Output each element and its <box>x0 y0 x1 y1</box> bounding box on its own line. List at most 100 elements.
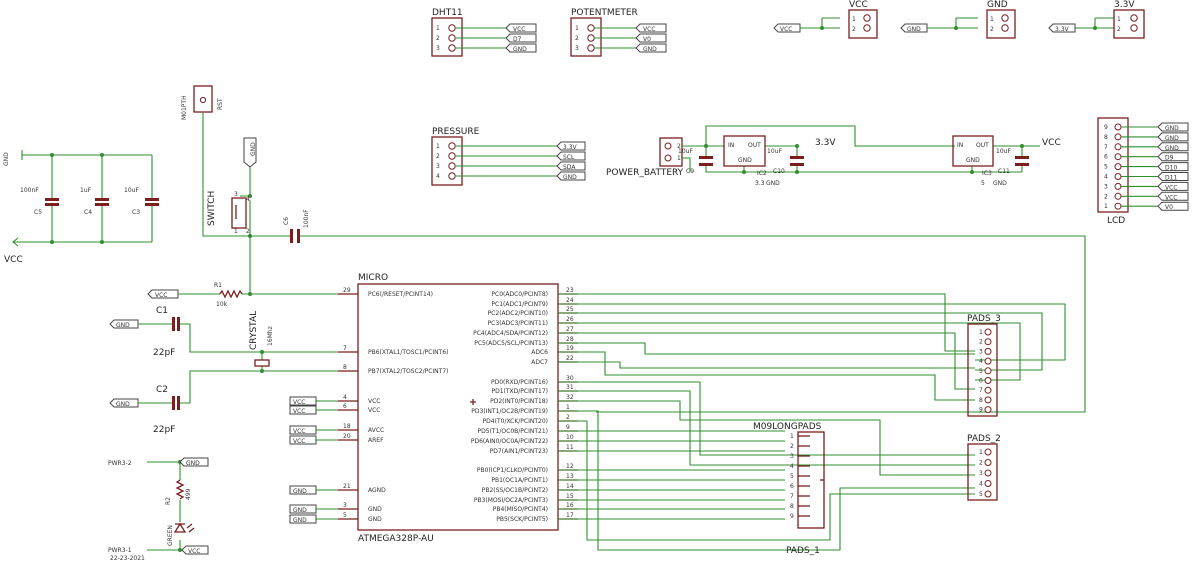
ic3-regulator[interactable] <box>952 135 994 167</box>
pads3-pin-5: 5 <box>979 368 983 375</box>
pads2-pad-3 <box>984 469 992 477</box>
c2-value: 22pF <box>153 425 175 435</box>
c1-label: C1 <box>156 306 168 316</box>
led-diode[interactable] <box>173 522 187 533</box>
dht11-pin-3: 3 <box>436 45 440 52</box>
ic3-in: IN <box>957 142 963 149</box>
gnd-2pin-header[interactable]: GND GND 1 2 <box>900 0 1016 39</box>
c5-value: 100nF <box>20 187 39 194</box>
mcu-net-tag-20 <box>289 435 317 445</box>
mcu-pin-num-15: 15 <box>566 493 574 500</box>
crystal-section: GND GND C1 22pF C2 22pF CRYSTAL 16Mhz <box>109 306 340 435</box>
pressure-header[interactable]: PRESSURE 1 2 3 4 3.3V SCL SDA GND <box>431 127 586 186</box>
mcu-right-pins: 23PC0(ADC0/PCINT8)24PC1(ADC1/PCINT9)25PC… <box>471 287 578 523</box>
r1-label: R1 <box>214 282 222 289</box>
mcu-pin-num-8: 8 <box>343 364 347 371</box>
lcd-title: LCD <box>1107 216 1125 226</box>
pads3-pad-9 <box>984 406 992 414</box>
mcu-pin-num-2: 2 <box>566 414 570 421</box>
mcu-pin-name-8: PB7(XTAL2/TOSC2/PCINT7) <box>368 368 449 375</box>
pads3-pad-3 <box>984 347 992 355</box>
mcu-pin-num-31: 31 <box>566 384 574 391</box>
pads3-pad-5 <box>984 367 992 375</box>
c6-value: 100nF <box>303 209 310 228</box>
v33-hdr-title: 3.3V <box>1114 0 1135 10</box>
pads3-pin-9: 9 <box>979 407 983 414</box>
lcd-tag-8 <box>1157 132 1189 142</box>
c3-value: 10uF <box>124 187 139 194</box>
pressure-net-3v3: 3.3V <box>563 144 578 151</box>
v33-2pin-header[interactable]: 3.3V 3.3V 1 2 <box>1048 0 1145 39</box>
battery-pin-1: 1 <box>677 155 681 162</box>
mcu-net-tag-21 <box>289 485 317 495</box>
pot-net-v0: V0 <box>643 36 651 43</box>
v33-hdr-net: 3.3V <box>1055 26 1070 33</box>
lcd-net-2: VCC <box>1165 194 1177 201</box>
dht11-header[interactable]: DHT11 1 2 3 VCC D7 GND <box>431 8 537 57</box>
crystal[interactable] <box>254 359 270 367</box>
m09-pin-5: 5 <box>790 473 794 480</box>
reset-switch[interactable] <box>231 197 247 229</box>
pads3-pin-8: 8 <box>979 397 983 404</box>
battery-connector[interactable] <box>659 137 683 167</box>
rst-label: RST <box>217 98 224 110</box>
pressure-net-scl: SCL <box>563 154 575 161</box>
m09-pin-6: 6 <box>790 483 794 490</box>
pads3-pad-8 <box>984 396 992 404</box>
decoupling-vcc: VCC <box>4 255 23 265</box>
mcu-pin-num-22: 22 <box>566 355 574 362</box>
lcd-pad-7 <box>1114 143 1122 151</box>
lcd-pad-2 <box>1114 192 1122 200</box>
pads1-title: PADS_1 <box>786 546 820 556</box>
mcu-pin-num-10: 10 <box>566 434 574 441</box>
ic2-regulator[interactable] <box>723 135 766 167</box>
mcu-pin-name-20: AREF <box>368 437 384 444</box>
mcu-pin-name-25: PC2(ADC2/PCINT10) <box>488 310 548 317</box>
lcd-net-8: GND <box>1165 135 1179 142</box>
mcu-net-tag-3 <box>289 504 317 514</box>
mcu-label: MICRO <box>358 273 388 283</box>
c9-label: C9 <box>686 168 694 175</box>
lcd-net-3: VCC <box>1165 184 1177 191</box>
mcu-net-tag-5 <box>289 514 317 524</box>
m09-pin-3: 3 <box>790 453 794 460</box>
m09-pin-9: 9 <box>790 513 794 520</box>
vcc-2pin-header[interactable]: VCC VCC 1 2 <box>773 0 878 39</box>
ic2-gnd: GND <box>738 157 752 164</box>
mcu-pin-name-27: PC4(ADC4/SDA/PCINT12) <box>473 330 548 337</box>
pot-pin-1: 1 <box>575 25 579 32</box>
pads2-pin-2: 2 <box>979 460 983 467</box>
mcu-pin-num-1: 1 <box>566 404 570 411</box>
pads3-pad-1 <box>984 328 992 336</box>
dht11-pin-1: 1 <box>436 25 440 32</box>
pads2-pin-3: 3 <box>979 470 983 477</box>
c1-gnd: GND <box>116 322 130 329</box>
mcu-pin-name-11: PD7(AIN1/PCINT23) <box>490 448 548 455</box>
mcu-net-tag-18 <box>289 425 317 435</box>
pads3-title: PADS_3 <box>967 314 1001 324</box>
mcu-atmega328p[interactable]: MICRO ATMEGA328P-AU 29PC6(/RESET/PCINT14… <box>289 273 578 544</box>
decoupling-gnd: GND <box>3 152 10 166</box>
mcu-pin-num-12: 12 <box>566 463 574 470</box>
mcu-pin-name-13: PB1(OC1A/PCINT1) <box>491 477 548 484</box>
lcd-pin-9: 9 <box>1104 124 1108 131</box>
v33-hdr-pin-2: 2 <box>1117 26 1121 33</box>
mcu-pin-num-6: 6 <box>343 403 347 410</box>
lcd-pin-5: 5 <box>1104 164 1108 171</box>
mcu-pin-num-21: 21 <box>343 483 351 490</box>
rail-vcc-label: VCC <box>1042 138 1061 148</box>
pads3-pin-7: 7 <box>979 387 983 394</box>
mcu-pin-name-10: PD6(AIN0/OC0A/PCINT22) <box>471 438 548 445</box>
mcu-net-20: VCC <box>293 438 305 445</box>
c4-label: C4 <box>84 209 92 216</box>
pads3-pin-2: 2 <box>979 339 983 346</box>
pressure-pin-1: 1 <box>436 143 440 150</box>
mcu-pin-name-4: VCC <box>368 398 380 405</box>
potentiometer-header[interactable]: POTENTMETER 1 2 3 VCC V0 GND <box>570 8 667 57</box>
mcu-pin-num-4: 4 <box>343 394 347 401</box>
